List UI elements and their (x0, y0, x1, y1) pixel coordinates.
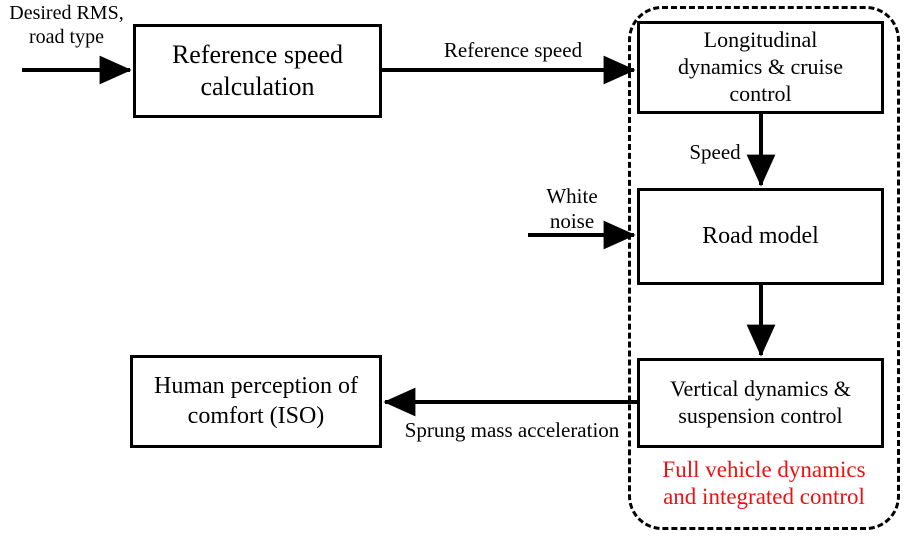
edge-label-reference-speed: Reference speed (443, 38, 583, 62)
full-vehicle-dynamics-group (628, 6, 900, 530)
node-label: Longitudinal dynamics & cruise control (678, 27, 843, 106)
node-longitudinal-dynamics-cruise-control[interactable]: Longitudinal dynamics & cruise control (637, 21, 884, 114)
edge-label-desired-rms-road-type: Desired RMS, road type (9, 2, 124, 48)
node-label: Human perception of comfort (ISO) (154, 373, 358, 429)
group-caption-full-vehicle-dynamics: Full vehicle dynamics and integrated con… (662, 457, 866, 510)
edge-label-white-noise: White noise (546, 184, 598, 233)
node-reference-speed-calculation[interactable]: Reference speed calculation (133, 24, 382, 118)
edge-label-sprung-mass-acceleration: Sprung mass acceleration (404, 418, 620, 442)
node-label: Reference speed calculation (171, 40, 344, 101)
node-label: Road model (702, 222, 819, 249)
node-label: Vertical dynamics & suspension control (670, 376, 851, 428)
edge-label-speed: Speed (689, 140, 741, 164)
node-road-model[interactable]: Road model (637, 188, 884, 285)
node-vertical-dynamics-suspension-control[interactable]: Vertical dynamics & suspension control (637, 358, 884, 448)
node-human-perception-of-comfort[interactable]: Human perception of comfort (ISO) (130, 355, 382, 448)
